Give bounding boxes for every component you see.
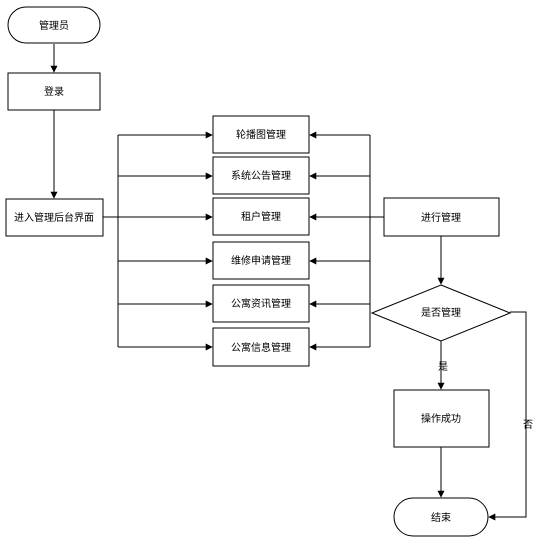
node-login: 登录 (7, 72, 101, 111)
node-backend-label: 进入管理后台界面 (14, 211, 94, 224)
node-news-label: 公寓资讯管理 (231, 297, 291, 310)
node-info: 公寓信息管理 (212, 327, 310, 367)
node-tenant-label: 租户管理 (241, 210, 281, 223)
node-admin-label: 管理员 (39, 19, 69, 32)
node-carousel: 轮播图管理 (212, 115, 310, 154)
node-manage-label: 进行管理 (421, 211, 461, 224)
node-admin: 管理员 (7, 6, 101, 44)
edge-label-yes: 是 (438, 361, 448, 373)
node-tenant: 租户管理 (212, 197, 310, 236)
node-notice: 系统公告管理 (212, 156, 310, 195)
edges (50, 44, 527, 521)
node-login-label: 登录 (44, 85, 64, 98)
node-carousel-label: 轮播图管理 (236, 128, 286, 141)
edge-decide-end-no (488, 311, 527, 521)
node-end-label: 结束 (431, 511, 451, 524)
node-manage: 进行管理 (383, 197, 500, 237)
edge-label-no: 否 (523, 419, 533, 431)
node-success-label: 操作成功 (421, 412, 461, 425)
node-repair: 维修申请管理 (212, 241, 310, 280)
node-end: 结束 (393, 497, 489, 537)
node-decide-label: 是否管理 (421, 306, 461, 319)
node-repair-label: 维修申请管理 (231, 254, 291, 267)
node-news: 公寓资讯管理 (212, 284, 310, 323)
node-info-label: 公寓信息管理 (231, 341, 291, 354)
node-success: 操作成功 (393, 389, 490, 448)
node-notice-label: 系统公告管理 (231, 169, 291, 182)
node-backend: 进入管理后台界面 (5, 198, 104, 237)
node-decide: 是否管理 (370, 284, 512, 342)
